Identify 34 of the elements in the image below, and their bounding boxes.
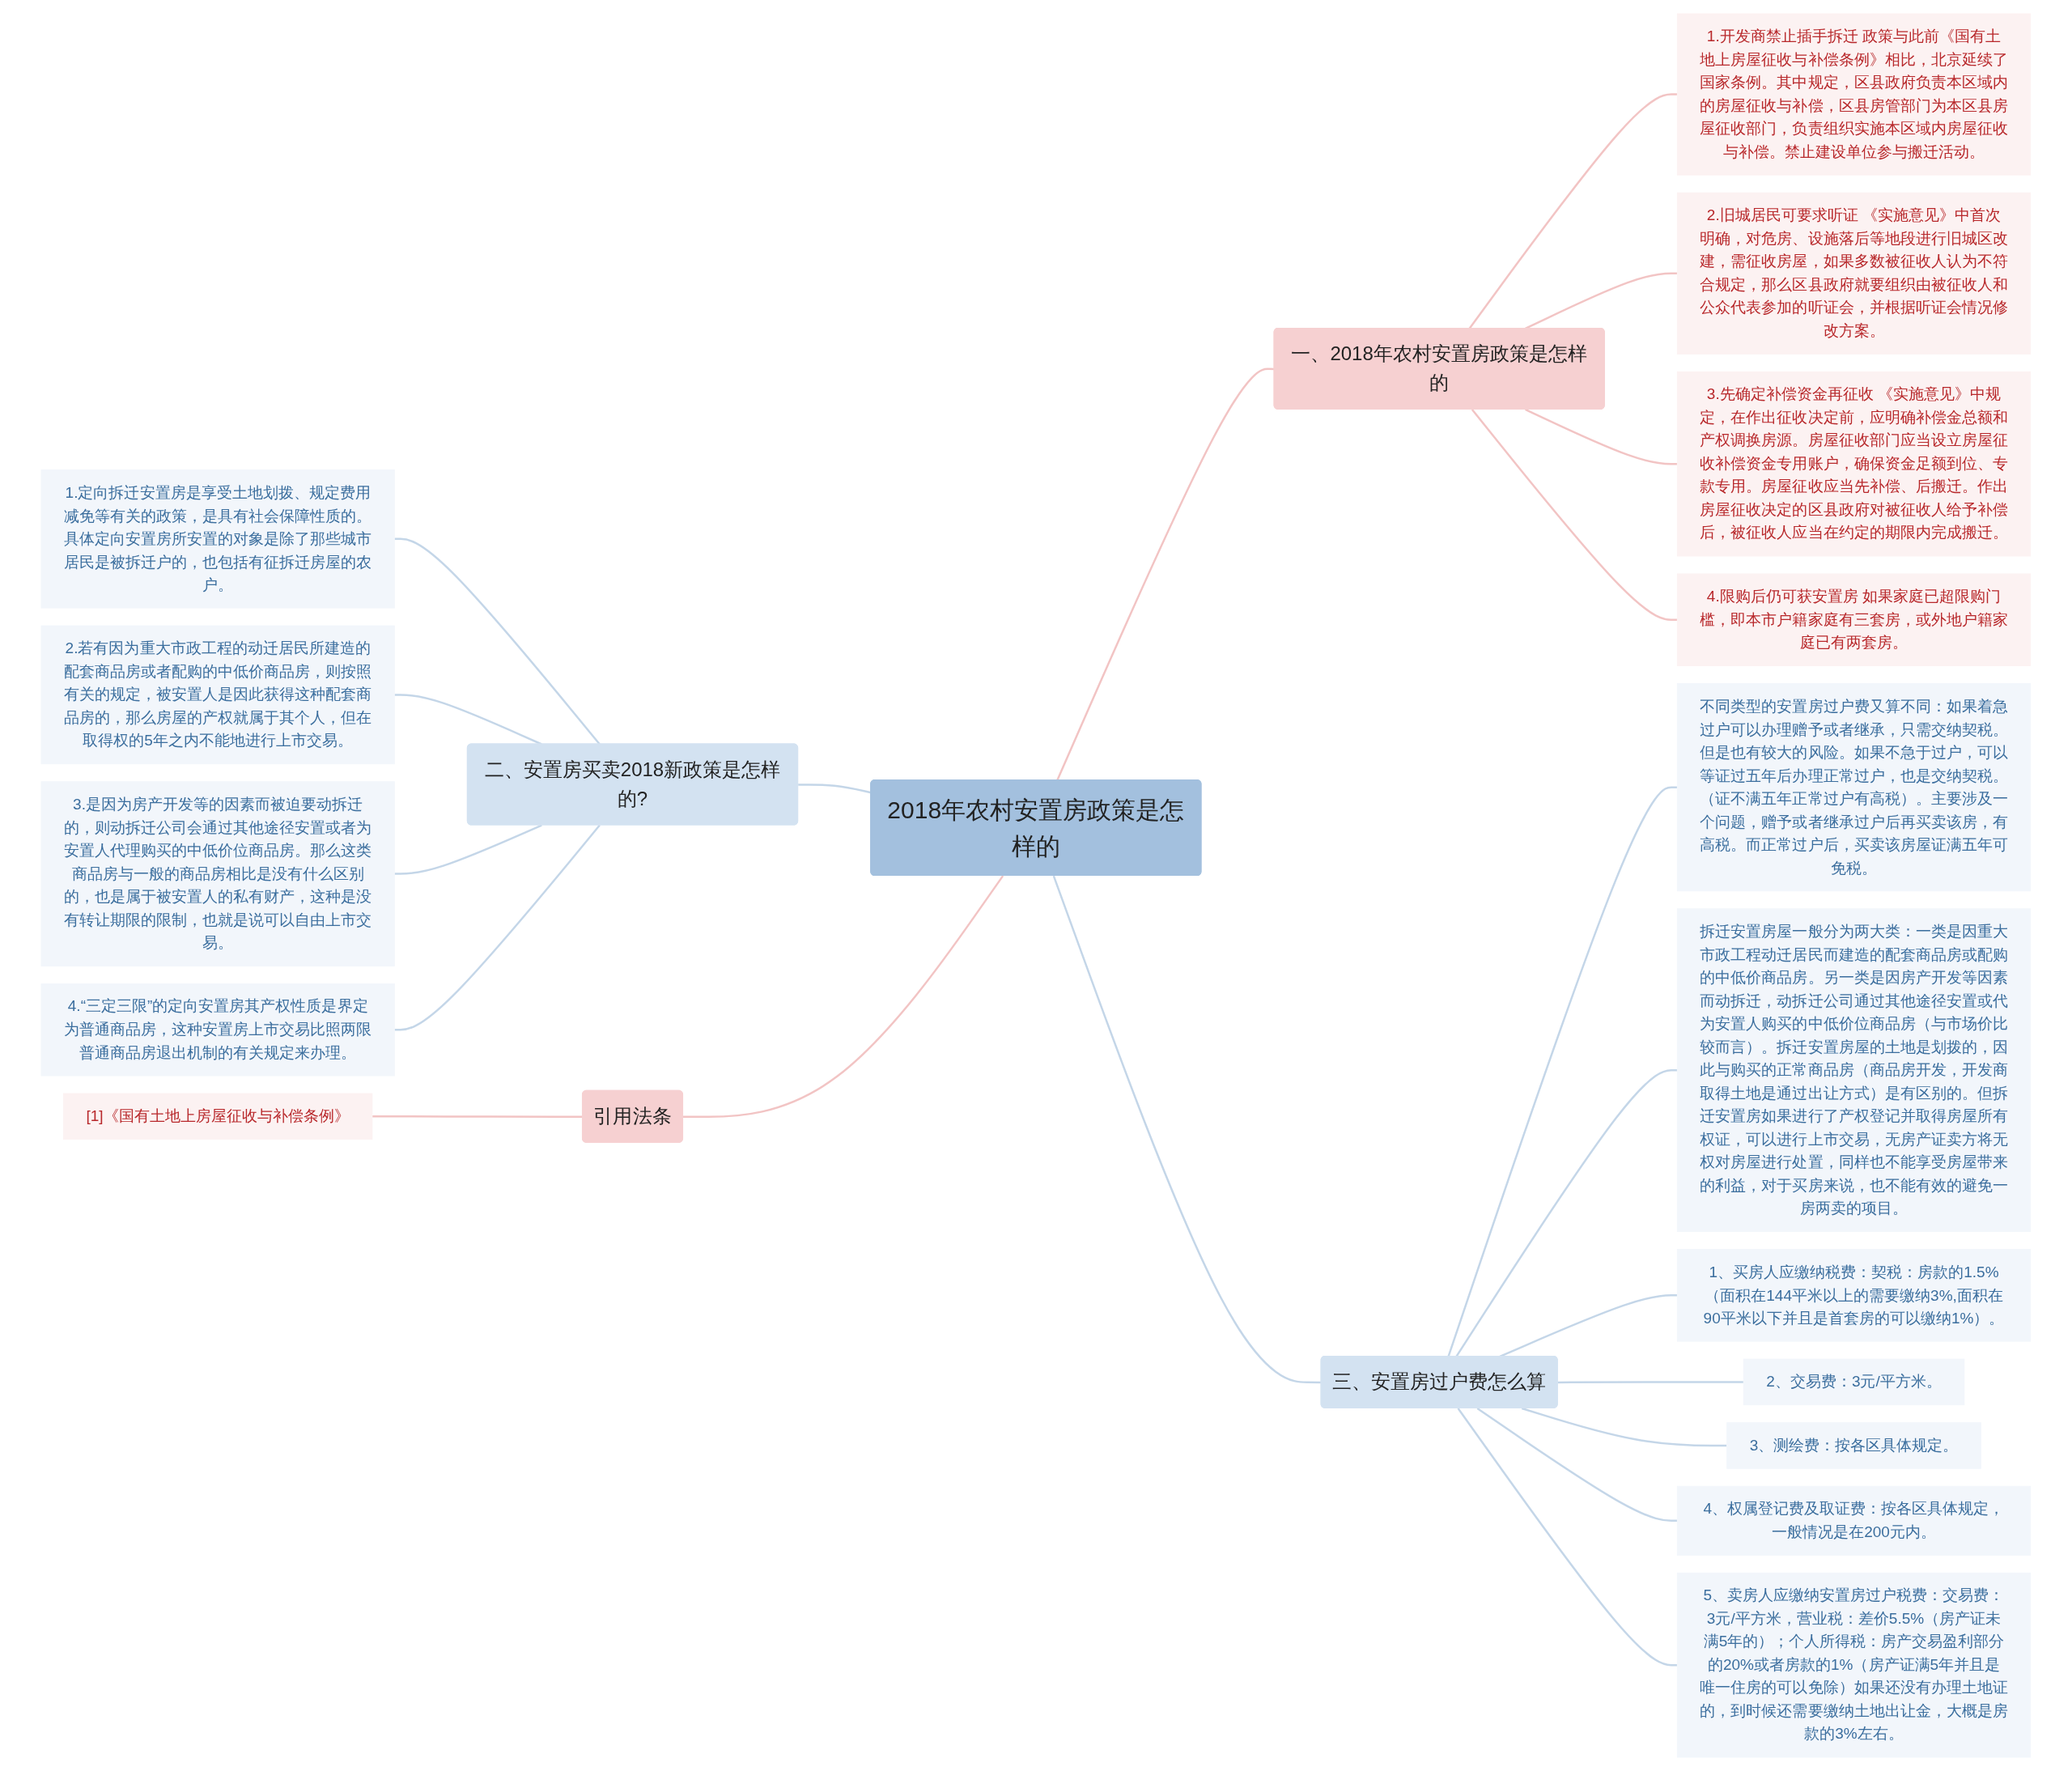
node-box: 1.开发商禁止插手拆迁 政策与此前《国有土地上房屋征收与补偿条例》相比，北京延续了国家条例。其中规定，区县政府负责本区域内的房屋征收与补偿，区县房管部门为本区县房屋征收部门，负责组织实施本区域内房屋征收与补偿。禁止建设单位参与搬迁活动。 [1677,13,2032,176]
node-box: 拆迁安置房屋一般分为两大类：一类是因重大市政工程动迁居民而建造的配套商品房或配购的中低价商品房。另一类是因房产开发等因素而动拆迁，动拆迁公司通过其他途径安置或代为安置人购买的中低价位商品房（与市场价比较而言）。拆迁安置房屋的土地是划拨的，因此与购买的正常商品房（商品房开发，开发商取得土地是通过出让方式）是有区别的。但拆迁安置房如果进行了产权登记并取得房屋所有权证，可以进行上市交易，无房产证卖方将无权对房屋进行处置，同样也不能享受房屋带来的利益，对于买房来说，也不能有效的避免一房两卖的项目。 [1677,908,2032,1233]
connector [1525,408,1678,465]
connector [1447,786,1678,1357]
node-box: 2、交易费：3元/平方米。 [1743,1358,1965,1406]
connector [394,824,542,875]
node-box: 3.先确定补偿资金再征收 《实施意见》中规定，在作出征收决定前，应明确补偿金总额和产权调换房源。房屋征收部门应当设立房屋征收补偿资金专用账户，确保资金足额到位、专款专用。房屋征收应当先补偿、后搬迁。作出房屋征收决定的区县政府对被征收人给予补偿后，被征收人应当在约定的期限内完成搬迁。 [1677,371,2032,557]
node-box: 4.限购后仍可获安置房 如果家庭已超限购门槛，即本市户籍家庭有三套房，或外地户籍家庭已有两套房。 [1677,573,2032,667]
connector [1557,1381,1744,1384]
connector [1522,1407,1727,1447]
connector [798,784,872,794]
node-box: 1、买房人应缴纳税费：契税：房款的1.5%（面积在144平米以上的需要缴纳3%,面积在90平米以下并且是首套房的可以缴纳1%）。 [1677,1249,2032,1342]
node-box: 2.旧城居民可要求听证 《实施意见》中首次明确，对危房、设施落后等地段进行旧城区改建，需征收房屋，如果多数被征收人认为不符合规定，那么区县政府就要组织由被征收人和公众代表参加的听证会，并根据听证会情况修改方案。 [1677,192,2032,355]
node-box: [1]《国有土地上房屋征收与补偿条例》 [63,1093,373,1140]
connector [394,537,601,745]
connector [1056,367,1275,781]
node-box: 5、卖房人应缴纳安置房过户税费：交易费：3元/平方米，营业税：差价5.5%（房产证未满5年的）；个人所得税：房产交易盈利部分的20%或者房款的1%（房产证满5年并且是唯一住房的可以免除）如果还没有办理土地证的，到时候还需要缴纳土地出让金，大概是房款的3%左右。 [1677,1572,2032,1758]
connector [1476,1407,1678,1523]
connector [1052,875,1322,1384]
node-box: 1.定向拆迁安置房是享受土地划拨、规定费用减免等有关的政策，是具有社会保障性质的。具体定向安置房所安置的对象是除了那些城市居民是被拆迁户的，也包括有征拆迁房屋的农户。 [40,469,395,609]
connector [1455,1068,1678,1357]
connector [1468,93,1678,329]
connector [394,824,601,1031]
connector [394,694,542,745]
node-box: 2.若有因为重大市政工程的动迁居民所建造的配套商品房或者配购的中低价商品房，则按照有关的规定，被安置人是因此获得这种配套商品房的，那么房屋的产权就属于其个人，但在取得权的5年之内不能地进行上市交易。 [40,625,395,765]
node-box: 不同类型的安置房过户费又算不同：如果着急过户可以办理赠予或者继承，只需交纳契税。但是也有较大的风险。如果不急于过户，可以等证过五年后办理正常过户，也是交纳契税。（证不满五年正常过户有高税）。主要涉及一个问题，赠予或者继承过户后再买卖该房，有高税。而正常过户后，买卖该房屋证满五年可免税。 [1677,683,2032,892]
connector [372,1115,584,1119]
node-box: 3、测绘费：按各区具体规定。 [1726,1422,1982,1469]
connector [1457,1408,1678,1667]
connector [1471,409,1678,621]
connector [683,875,1004,1119]
node-box: 3.是因为房产开发等的因素而被迫要动拆迁的，则动拆迁公司会通过其他途径安置或者为安置人代理购买的中低价位商品房。那么这类商品房与一般的商品房相比是没有什么区别的，也是属于被安置人的私有财产，这种是没有转让期限的限制，也就是说可以自由上市交易。 [40,781,395,966]
node-box: 4、权属登记费及取证费：按各区具体规定，一般情况是在200元内。 [1677,1485,2032,1556]
node-box: 4.“三定三限”的定向安置房其产权性质是界定为普通商品房，这种安置房上市交易比照两限普通商品房退出机制的有关规定来办理。 [40,983,395,1077]
